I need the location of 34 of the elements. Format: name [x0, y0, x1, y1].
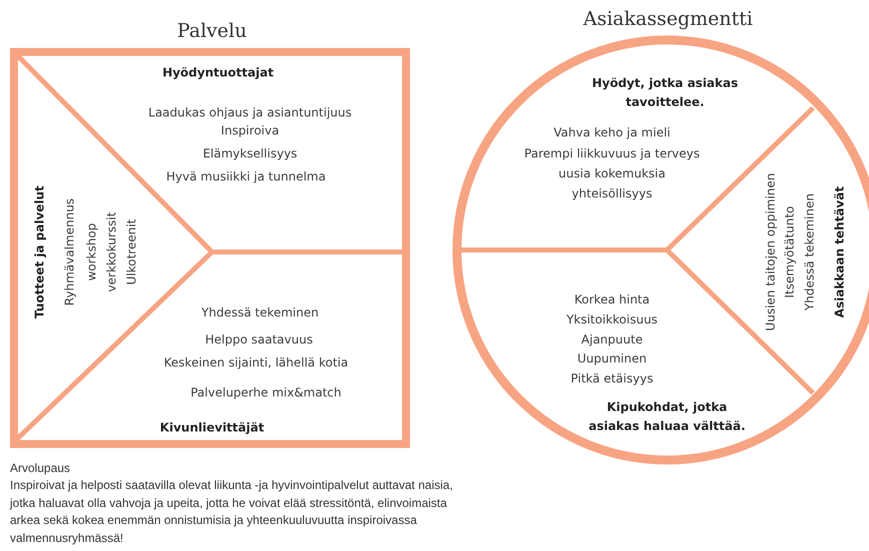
list-item: Yhdessä tekeminen: [201, 306, 319, 320]
list-item: Parempi liikkuvuus ja terveys: [524, 146, 700, 162]
list-item: verkkokurssit: [104, 212, 120, 292]
list-item: Keskeinen sijainti, lähellä kotia: [164, 356, 348, 370]
list-item: Itsemyötätunto: [782, 206, 798, 298]
section-heading: Hyödyntuottajat: [162, 66, 274, 80]
list-item: Inspiroiva: [220, 124, 280, 138]
caption-text: Inspiroivat ja helposti saatavilla olevat liikunta -ja hyvinvointipalvelut auttavat naisia, jotka haluavat olla vahvoja ja upeita, jotta he voivat elää stressitöntä, elinvoimaista arkea sekä kokea enemmän onnistumisia ja yhteenkuuluvuutta inspiroivassa valmennusryhmässä!: [10, 477, 454, 546]
list-item: Yksitoikkoisuus: [566, 312, 658, 328]
section-heading: Hyödyt, jotka asiakas tavoittelee.: [590, 75, 739, 111]
list-item: yhteisöllisyys: [572, 186, 652, 202]
list-item: Uusien taitojen oppiminen: [764, 173, 778, 331]
section-title: Palvelu: [177, 20, 247, 42]
list-item: Elämyksellisyys: [202, 146, 298, 162]
list-item: Ajanpuute: [581, 332, 643, 348]
list-item: Palveluperhe mix&match: [190, 386, 342, 400]
list-item: uusia kokemuksia: [558, 166, 666, 182]
list-item: Vahva keho ja mieli: [554, 126, 670, 140]
section-heading: Tuotteet ja palvelut: [32, 186, 48, 318]
list-item: Helppo saatavuus: [205, 332, 313, 348]
section-heading: Kivunlievittäjät: [160, 420, 264, 436]
list-item: Ryhmävalmennus: [62, 198, 78, 306]
section-heading: Kipukohdat, jotka asiakas haluaa välttää.: [588, 399, 746, 435]
list-item: workshop: [84, 223, 100, 281]
list-item: Pitkä etäisyys: [570, 372, 654, 386]
list-item: Hyvä musiikki ja tunnelma: [166, 170, 326, 184]
list-item: Yhdessä tekeminen: [802, 193, 818, 311]
section-heading: Asiakkaan tehtävät: [832, 186, 848, 318]
list-item: Uupuminen: [577, 352, 647, 366]
list-item: Korkea hinta: [574, 292, 650, 308]
section-title: Asiakassegmentti: [583, 8, 753, 30]
caption-heading: Arvolupaus: [10, 460, 70, 477]
list-item: Laadukas ohjaus ja asiantuntijuus: [148, 106, 352, 120]
list-item: Ulkotreenit: [124, 219, 140, 285]
